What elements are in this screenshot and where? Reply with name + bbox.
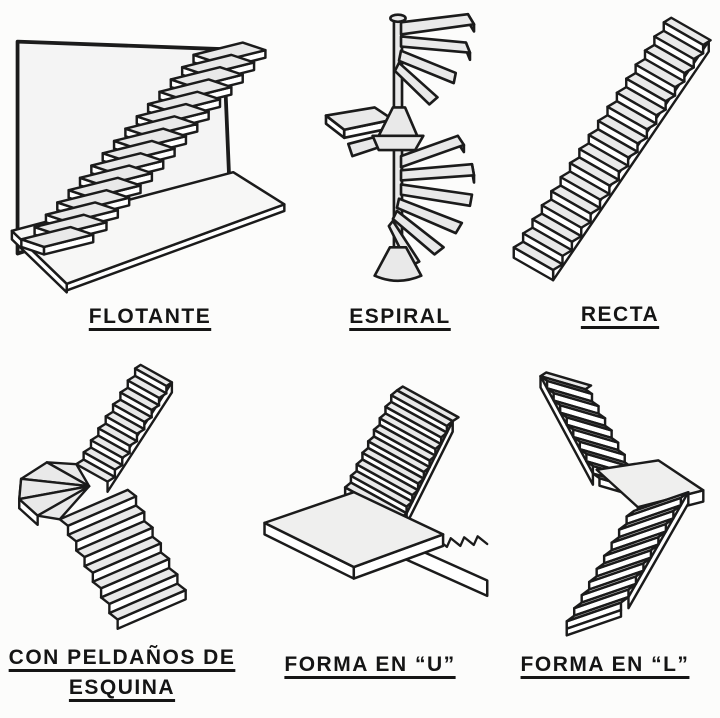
straight-stairs-illustration xyxy=(512,16,712,282)
label-forma-en-l: FORMA EN “L” xyxy=(520,653,690,676)
l-shaped-stairs-illustration xyxy=(539,371,705,637)
label-espiral: ESPIRAL xyxy=(349,305,451,328)
spiral-stairs-illustration xyxy=(324,12,476,283)
label-recta: RECTA xyxy=(580,303,660,326)
floating-stairs-illustration xyxy=(10,39,286,294)
label-flotante: FLOTANTE xyxy=(88,305,212,328)
label-forma-en-u: FORMA EN “U” xyxy=(284,653,456,676)
label-con-peldanos-de-esquina: CON PELDAÑOS DE ESQUINA xyxy=(8,646,236,700)
corner-winder-stairs-illustration xyxy=(18,363,187,630)
u-shaped-stairs-illustration xyxy=(263,385,489,598)
